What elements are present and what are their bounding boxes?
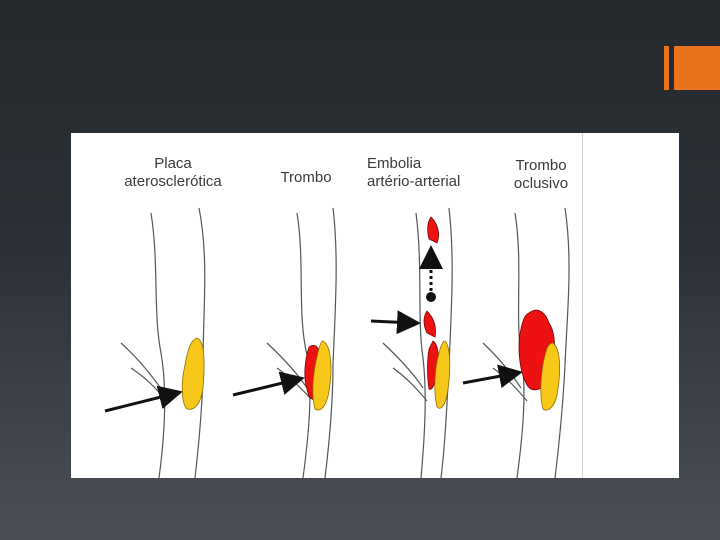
stage-1-arrow (104, 385, 183, 413)
stage-2-vessel-left-wall (296, 212, 311, 478)
stage-1-branch (120, 342, 167, 402)
stage-3-plaque (434, 340, 451, 409)
stage-2-vessel-right-wall (324, 207, 337, 478)
stage-3-embolus-middle (423, 310, 436, 338)
stage-1-label-line2: aterosclerótica (124, 173, 222, 190)
stage-3-vessel (370, 207, 453, 478)
stage-2-arrow (232, 371, 305, 397)
stage-1-vessel-left-wall (150, 212, 166, 478)
accent-bar-thick (674, 46, 720, 90)
stage-3-arrow (370, 310, 421, 335)
stage-3-embolus-top (427, 216, 439, 244)
stage-1-label-line1: Placa (154, 155, 192, 172)
panel-separator (582, 133, 583, 478)
stage-3-vessel-left-wall (415, 212, 426, 478)
stage-4-arrow (462, 364, 523, 389)
stage-1-label: Placa aterosclerótica (103, 155, 243, 191)
stage-4-label-line1: Trombo (515, 157, 567, 174)
figure-panel: Placa aterosclerótica Trombo Embolia art… (71, 133, 679, 478)
stage-3-label: Embolia artério-arterial (367, 155, 497, 191)
stage-2-branch (266, 342, 312, 400)
stage-3-dot (426, 292, 436, 302)
stage-3-label-line1: Embolia (367, 155, 422, 172)
stage-4-plaque (540, 342, 561, 411)
stage-2-label: Trombo (266, 169, 346, 187)
stage-2-label-line1: Trombo (280, 169, 332, 186)
stage-4-vessel (462, 207, 570, 478)
stage-4-label-line2: oclusivo (513, 175, 569, 192)
accent-bar-thin (664, 46, 669, 90)
stage-1-vessel (104, 207, 206, 478)
stage-4-label: Trombo oclusivo (501, 157, 581, 193)
stage-4-vessel-right-wall (554, 207, 570, 478)
atherosclerosis-diagram (104, 207, 570, 478)
stage-3-label-line2: artério-arterial (367, 173, 461, 190)
stage-1-plaque (181, 337, 205, 410)
stage-2-vessel (232, 207, 337, 478)
stage-2-plaque (312, 340, 332, 411)
stage-3-branch (382, 342, 428, 402)
